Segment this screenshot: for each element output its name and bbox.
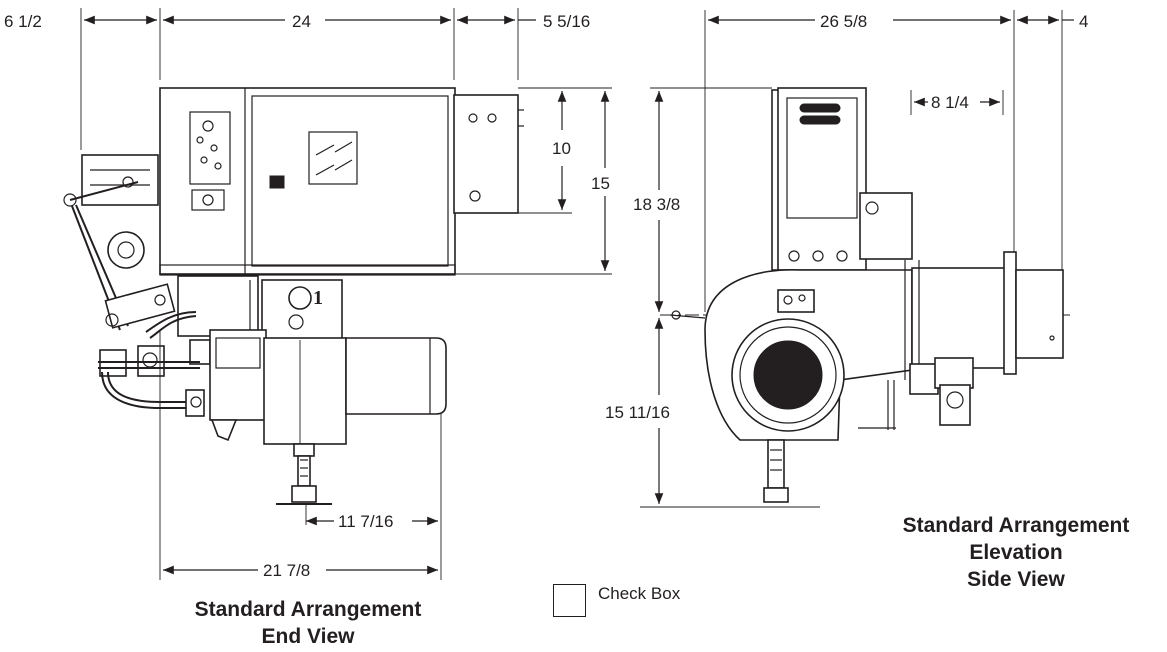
dim-upper-height: 18 3/8 xyxy=(633,91,680,312)
dim-box-width: 5 5/16 xyxy=(457,12,590,31)
dim-overall-width: 21 7/8 xyxy=(163,561,438,580)
component-label: 1 xyxy=(313,287,323,309)
dim-left-offset: 6 1/2 xyxy=(4,12,157,31)
dim-label-flange-offset: 8 1/4 xyxy=(931,93,969,112)
check-box[interactable] xyxy=(553,584,586,617)
dim-label-lower-height: 15 11/16 xyxy=(605,403,670,422)
dim-lower-height: 15 11/16 xyxy=(605,318,670,504)
dim-label-width-top: 24 xyxy=(292,12,311,31)
dim-label-overall-width: 21 7/8 xyxy=(263,561,310,580)
dim-tube-extension: 4 xyxy=(1017,12,1088,31)
end-view-drawing: 6 1/2 24 5 5/16 xyxy=(4,8,612,580)
dim-label-tube-extension: 4 xyxy=(1079,12,1088,31)
dim-total-height: 15 xyxy=(591,91,610,271)
dim-label-overall-length: 26 5/8 xyxy=(820,12,867,31)
dim-label-upper-height: 18 3/8 xyxy=(633,195,680,214)
dim-label-left-offset: 6 1/2 xyxy=(4,12,42,31)
side-view-caption-line1: Standard Arrangement xyxy=(903,514,1130,537)
dim-tube-length: 11 7/16 xyxy=(306,512,438,531)
dim-box-height: 10 xyxy=(552,91,571,210)
dim-label-tube-length: 11 7/16 xyxy=(338,512,393,531)
check-box-label: Check Box xyxy=(598,584,681,603)
dim-label-box-width: 5 5/16 xyxy=(543,12,590,31)
dim-width-top: 24 xyxy=(163,12,451,31)
end-view-caption-line1: Standard Arrangement xyxy=(195,598,422,621)
side-view-drawing: 26 5/8 4 8 1/4 18 3/8 15 11/16 xyxy=(605,10,1088,508)
end-view-caption-line2: End View xyxy=(262,625,356,648)
dim-label-box-height: 10 xyxy=(552,139,571,158)
side-view-caption-line3: Side View xyxy=(967,568,1065,591)
dim-flange-offset: 8 1/4 xyxy=(914,93,1000,112)
side-view-caption-line2: Elevation xyxy=(969,541,1062,564)
dim-label-total-height: 15 xyxy=(591,174,610,193)
dim-overall-length: 26 5/8 xyxy=(708,12,1011,31)
